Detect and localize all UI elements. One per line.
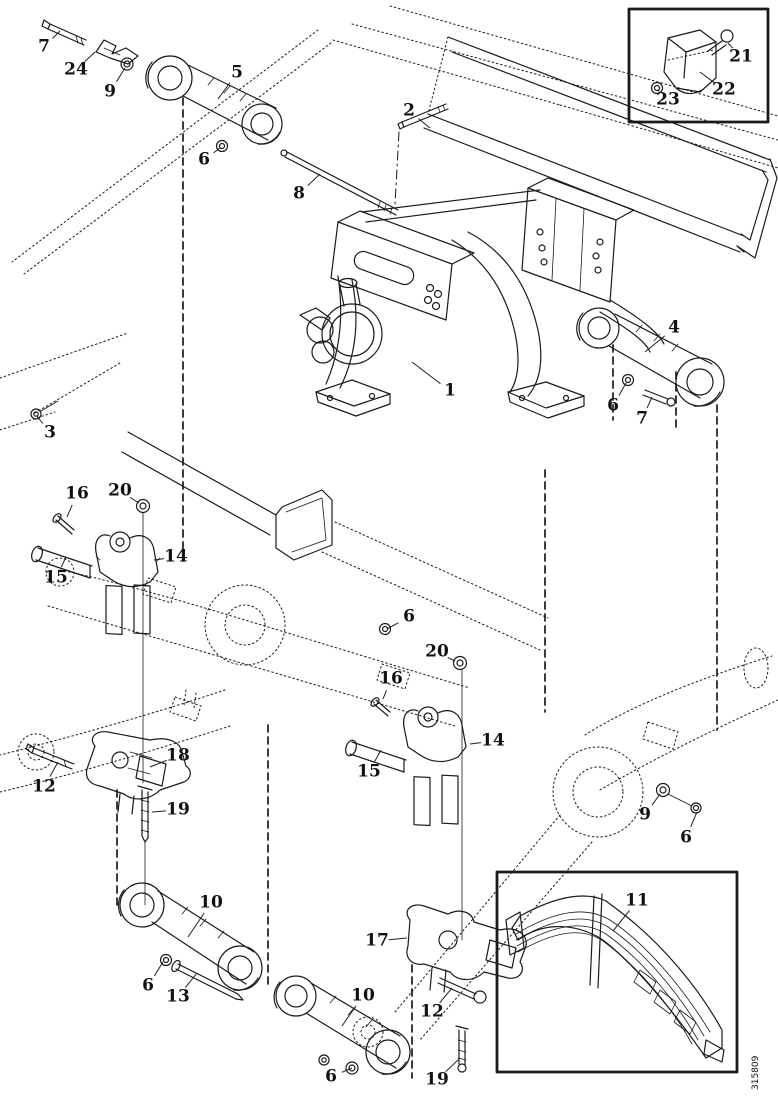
nut-23 (652, 83, 663, 94)
bolt-12-right (438, 978, 486, 1003)
spring-hanger-left (30, 500, 160, 784)
axle-bracket-right (407, 905, 526, 1072)
axle-carrier-casting (300, 178, 664, 418)
torque-rod-10-left (118, 883, 262, 990)
bolt-2 (395, 104, 448, 205)
torque-rod-4 (577, 308, 724, 406)
inset-box-leaf-spring (497, 872, 737, 1072)
washer-9-right (657, 784, 702, 814)
nut-6-middle (380, 624, 391, 635)
bolt-7-upper (42, 20, 86, 45)
frame-rail-phantom-left (0, 30, 331, 430)
nut-6-lower-center (319, 1055, 358, 1074)
nut-6-lower-left (161, 955, 172, 966)
figure-part-number: 315809 (751, 1055, 761, 1090)
washer-9-upper (121, 58, 133, 70)
axle-bracket-left (26, 732, 190, 905)
spring-hanger-right (344, 670, 466, 940)
bolt-12-left (26, 744, 74, 769)
construction-lines (117, 98, 717, 1078)
torque-rod-5 (146, 56, 282, 144)
nut-20-right (454, 657, 467, 670)
bracket-24 (96, 40, 138, 64)
bolt-19-left (138, 786, 152, 905)
nut-6-upper-left (217, 141, 228, 152)
frame-rail-middle (122, 432, 548, 650)
bracket-22 (664, 30, 716, 94)
nut-6-upper-right (623, 375, 634, 386)
bolt-3 (31, 401, 58, 419)
cross-member (424, 37, 777, 258)
middle-axle-phantom (46, 558, 470, 726)
pin-15-left (30, 545, 92, 578)
rear-axle-phantom (353, 648, 778, 1047)
front-axle-phantom (0, 690, 230, 792)
inset-box-bracket (629, 9, 768, 122)
pin-15-right (344, 739, 406, 772)
leaf-spring-11 (506, 894, 724, 1062)
rod-8 (281, 150, 398, 215)
nut-20-left (137, 500, 150, 513)
pin-16-left (51, 512, 74, 534)
bolt-13 (170, 959, 243, 1000)
frame-rail-phantom-top (333, 6, 778, 168)
bolt-7-right (643, 390, 675, 406)
torque-rod-10-center (274, 976, 410, 1074)
bolt-21 (708, 30, 733, 55)
callout-leader-lines (37, 31, 733, 1072)
bolt-19-right (456, 1026, 468, 1072)
pin-16-right (369, 696, 390, 716)
